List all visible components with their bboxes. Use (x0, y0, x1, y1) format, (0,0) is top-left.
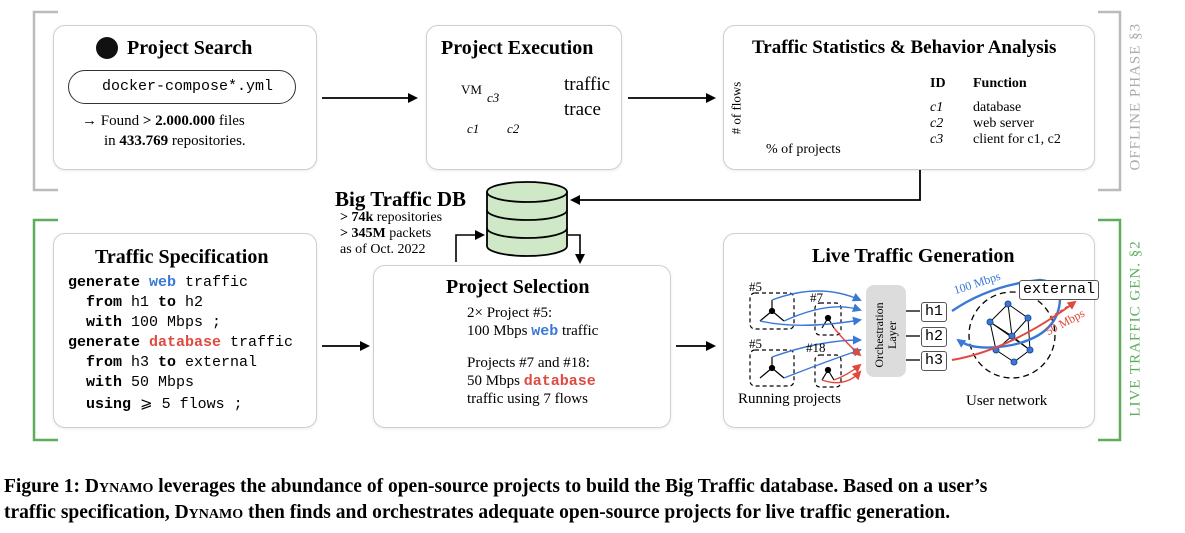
database-cylinder (486, 181, 568, 257)
spec-token: traffic (176, 274, 249, 291)
table-row-function: client for c1, c2 (973, 132, 1061, 147)
spec-token: 50 Mbps (122, 374, 195, 391)
spec-token: 100 Mbps ; (122, 314, 222, 331)
live-phase-label: LIVE TRAFFIC GEN. §2 (1127, 240, 1144, 417)
live-phase-bracket (32, 218, 58, 442)
spec-line: with 100 Mbps ; (68, 314, 221, 331)
spec-token: web (149, 274, 177, 291)
vm-label: VM (461, 82, 482, 97)
table-row-function: database (973, 100, 1022, 115)
big-traffic-db-title: Big Traffic DB (335, 187, 467, 211)
user-network-graph (986, 300, 1034, 366)
table-row-id: c1 (930, 100, 944, 115)
spec-token: h2 (176, 294, 204, 311)
table-row-id: c2 (930, 116, 944, 131)
project-label-5b: #5 (749, 336, 762, 351)
spec-token: using (68, 396, 132, 413)
caption-line-2: traffic specification, Dynamo then finds… (4, 502, 951, 523)
orchestration-layer-block (866, 285, 906, 377)
spec-token: traffic (221, 334, 294, 351)
offline-phase-label: OFFLINE PHASE §3 (1127, 22, 1144, 171)
traffic-stats-box (723, 25, 1095, 170)
spec-token: generate (68, 334, 150, 351)
project-execution-title: Project Execution (441, 37, 594, 59)
selection-1-line1: 2× Project #5: (467, 305, 553, 321)
host-h2: h2 (921, 327, 948, 347)
project-search-title: Project Search (127, 37, 253, 59)
running-projects (749, 292, 842, 388)
project-label-7: #7 (810, 290, 823, 305)
spec-token: from (68, 294, 123, 311)
live-gen-box (723, 233, 1095, 428)
spec-line: generate database traffic (68, 334, 293, 351)
spec-token: external (176, 354, 258, 371)
traffic-spec-box (53, 233, 317, 428)
db-stat-date: as of Oct. 2022 (340, 242, 426, 257)
traffic-stats-title: Traffic Statistics & Behavior Analysis (752, 37, 1057, 58)
arrow-stats-to-db (570, 170, 921, 205)
arrow-db-to-selection (568, 234, 585, 264)
db-stat-repos: > 74k repositories (340, 210, 443, 225)
search-input (68, 70, 296, 104)
found-line: → Found > 2.000.000 files (82, 113, 245, 129)
spec-token: from (68, 354, 123, 371)
offline-phase-bracket-right (1098, 10, 1122, 192)
table-header-id: ID (930, 76, 946, 91)
spec-line: from h1 to h2 (68, 294, 203, 311)
node-c1: c1 (467, 121, 480, 136)
plot-xlabel: % of projects (766, 142, 841, 157)
spec-line: generate web traffic (68, 274, 248, 291)
selection-2-line1: Projects #7 and #18: (467, 355, 590, 371)
spec-token: h3 (122, 354, 159, 371)
spec-token: with (68, 374, 123, 391)
project-to-orchestration-flows (759, 290, 862, 384)
user-network-boundary (968, 291, 1056, 379)
table-header-function: Function (973, 76, 1027, 91)
plot-ylabel: # of flows (728, 81, 744, 135)
db-stat-packets: > 345M packets (340, 226, 432, 241)
node-c3: c3 (487, 90, 500, 105)
offline-phase-bracket (32, 10, 58, 192)
live-phase-bracket-right (1098, 218, 1122, 442)
caption-line-1: Figure 1: Dynamo leverages the abundance… (4, 476, 988, 497)
system-name: Dynamo (174, 502, 244, 523)
table-row-id: c3 (930, 132, 944, 147)
selection-1-line2: 100 Mbps web traffic (467, 323, 599, 340)
project-label-18: #18 (806, 340, 826, 355)
search-query: docker-compose*.yml (102, 78, 274, 95)
selection-2-line3: traffic using 7 flows (467, 391, 588, 407)
system-name: Dynamo (84, 476, 154, 497)
spec-token: to (158, 294, 177, 311)
spec-token: h1 (122, 294, 159, 311)
spec-line: from h3 to external (68, 354, 257, 371)
spec-line: using ⩾ 5 flows ; (68, 394, 243, 413)
project-execution-box (426, 25, 622, 170)
user-network-label: User network (966, 393, 1048, 409)
spec-line: with 50 Mbps (68, 374, 194, 391)
orchestration-label: Orchestration Layer (872, 302, 899, 368)
node-c2: c2 (507, 121, 520, 136)
selection-2-line2: 50 Mbps database (467, 373, 596, 390)
live-gen-title: Live Traffic Generation (812, 245, 1015, 267)
table-row-function: web server (973, 116, 1035, 131)
project-selection-title: Project Selection (446, 276, 590, 298)
host-h1: h1 (921, 302, 948, 322)
external-host: external (1019, 280, 1100, 300)
spec-token: database (149, 334, 222, 351)
spec-token: with (68, 314, 123, 331)
project-selection-box (373, 265, 671, 428)
github-icon (96, 37, 118, 59)
host-h3: h3 (921, 351, 948, 371)
project-label-5a: #5 (749, 279, 762, 294)
spec-token: ⩾ 5 flows ; (131, 396, 243, 413)
traffic-spec-title: Traffic Specification (95, 246, 269, 268)
trace-label: trace (564, 99, 601, 120)
arrow-selection-to-db (455, 230, 485, 262)
repos-line: in 433.769 repositories. (104, 133, 246, 149)
spec-token: generate (68, 274, 150, 291)
running-projects-label: Running projects (738, 391, 841, 407)
spec-token: to (158, 354, 177, 371)
traffic-label: traffic (564, 74, 611, 95)
